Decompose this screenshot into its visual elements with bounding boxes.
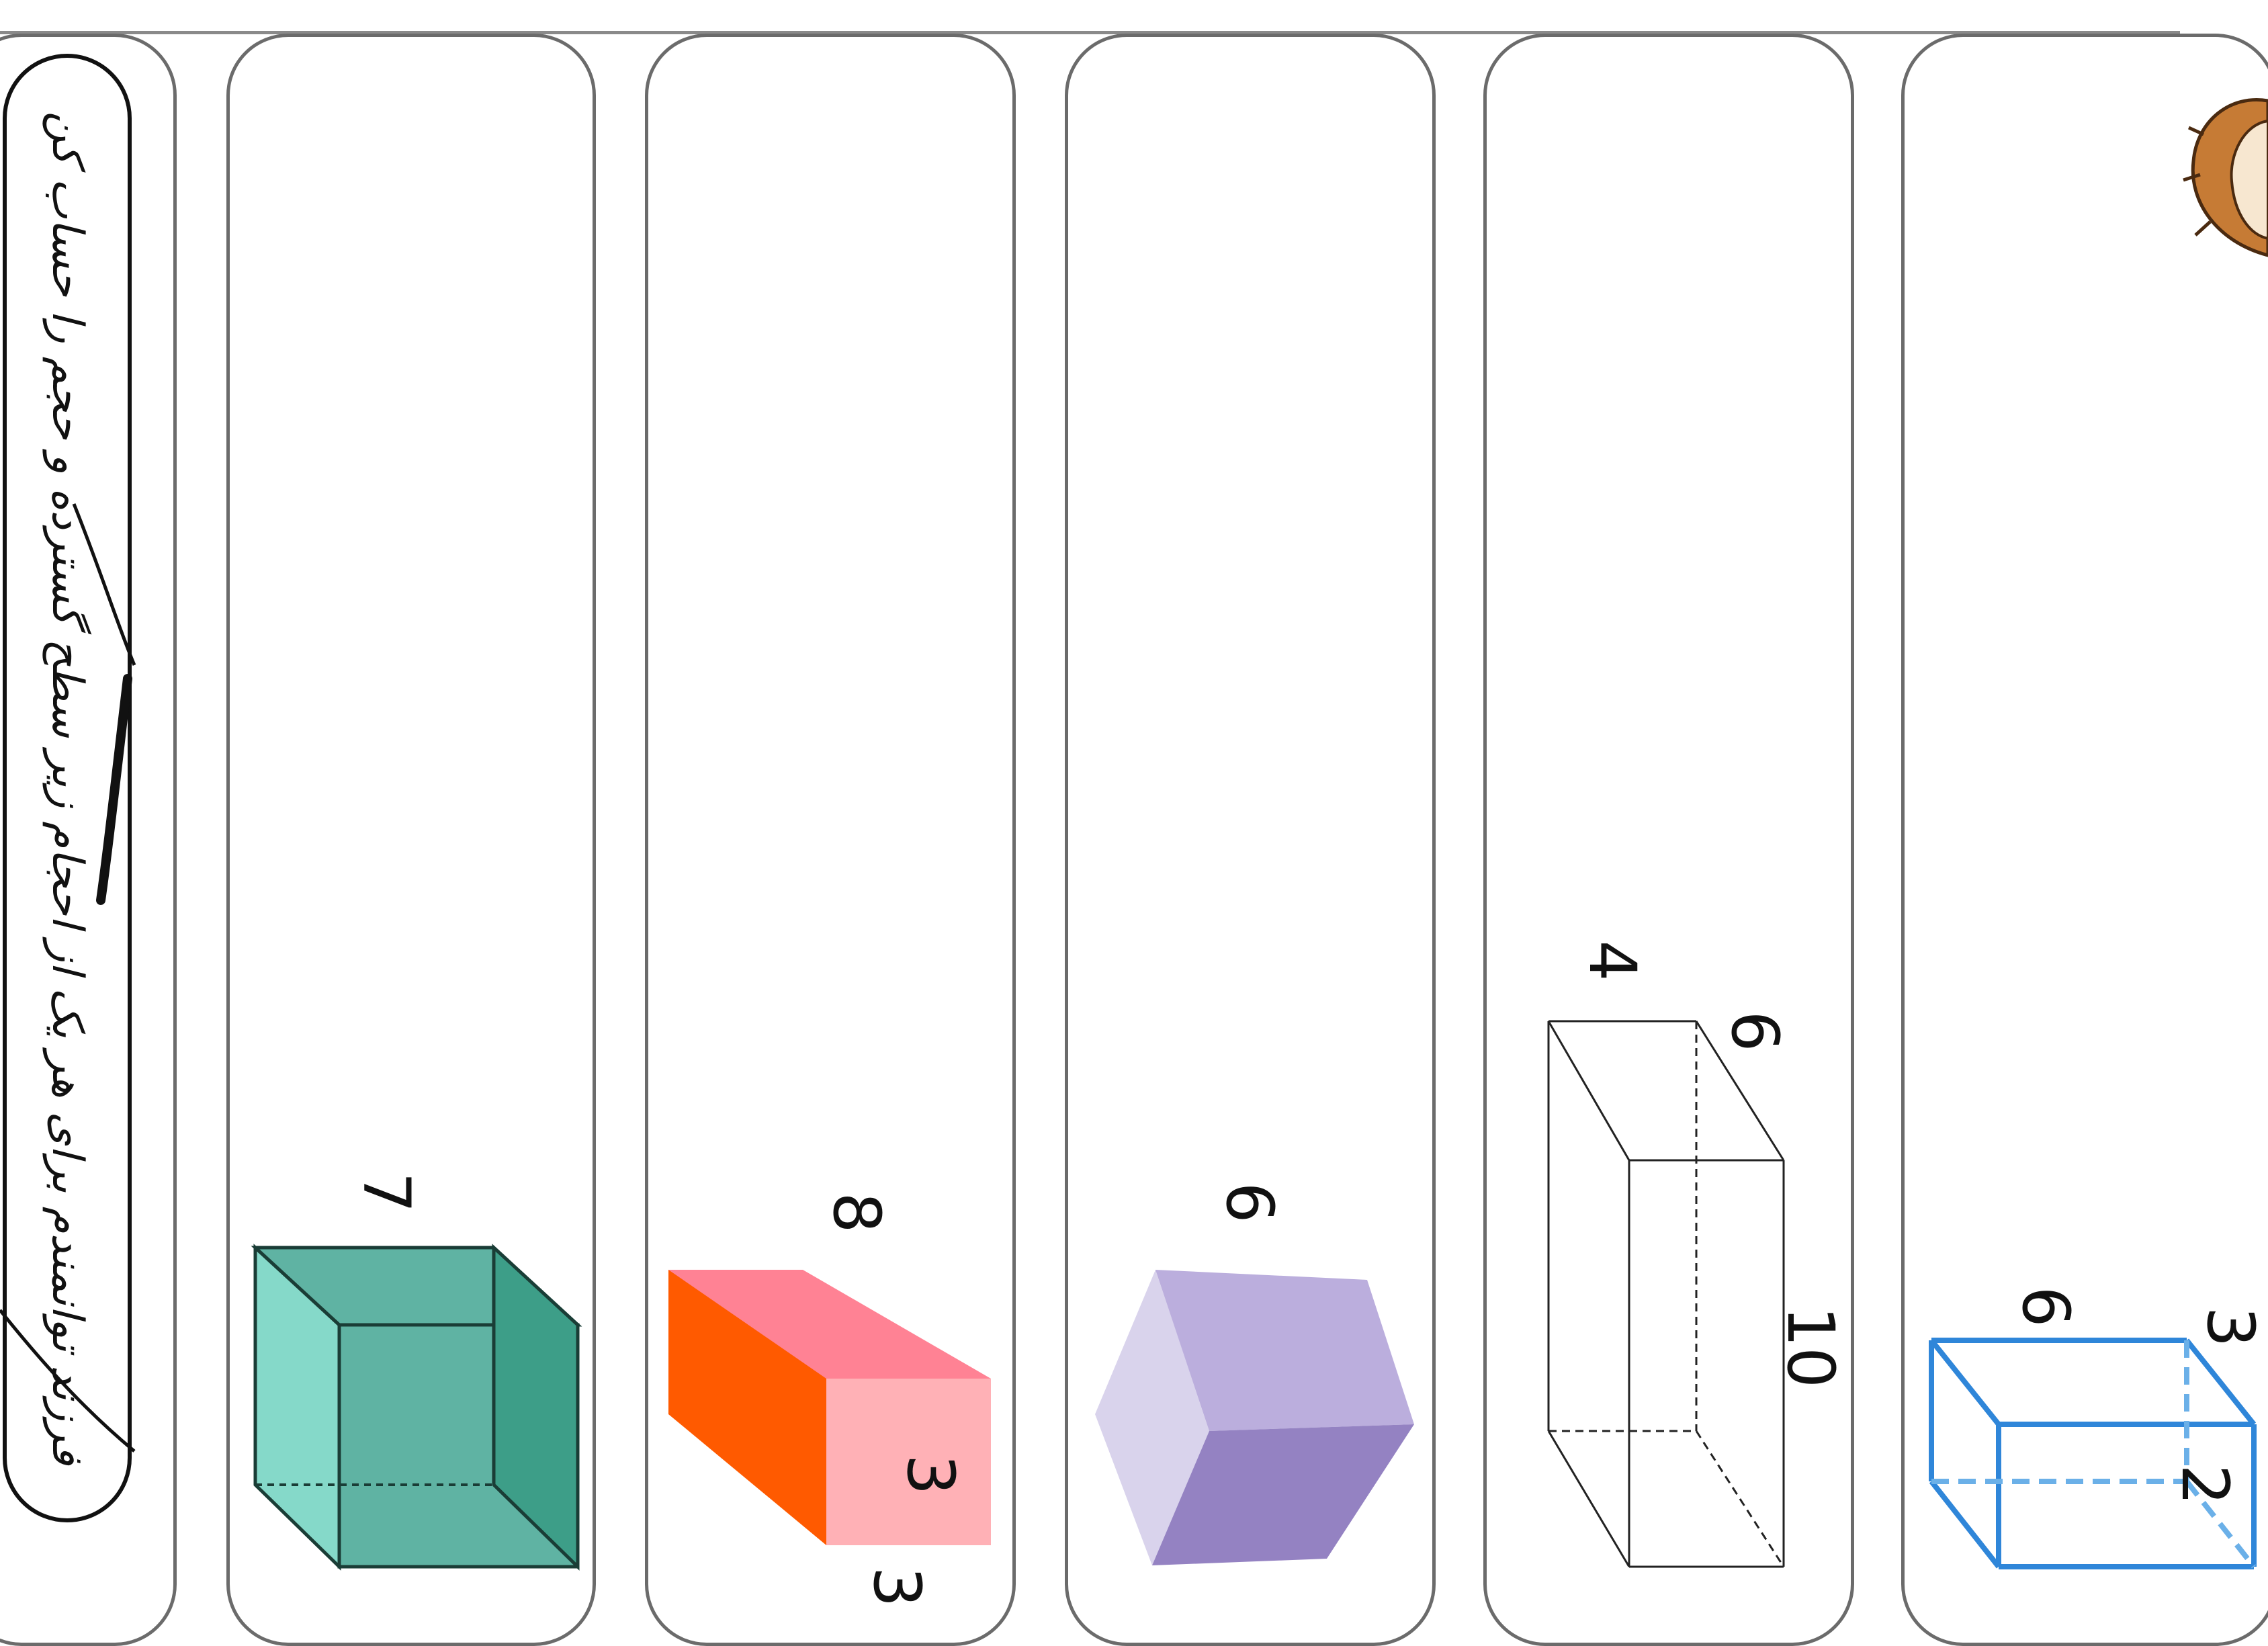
- green-cube: [251, 1244, 582, 1571]
- shape-card-4: [1483, 34, 1854, 1646]
- blue-prism-width-label: 3: [2193, 1306, 2268, 1348]
- wireframe-length-label: 10: [1773, 1305, 1848, 1389]
- banner-flourish-mid: [96, 674, 132, 905]
- purple-cube-top-face: [1155, 1270, 1414, 1431]
- green-cube-hidden-edge: [492, 1483, 579, 1568]
- wireframe-top-label: 4: [1575, 940, 1650, 982]
- blue-prism-length-label: 6: [2008, 1286, 2083, 1328]
- top-border-line: [0, 31, 2180, 34]
- shapes-layer: [0, 98, 2268, 1571]
- prism-height-label: 3: [893, 1454, 968, 1496]
- purple-cube: [1095, 1270, 1414, 1565]
- wireframe-prism: [1547, 1020, 1785, 1568]
- purple-cube-left-face: [1095, 1270, 1209, 1565]
- wireframe-depth-label: 6: [1717, 1010, 1792, 1052]
- lion-face: [2230, 119, 2268, 241]
- prism-width-label: 3: [859, 1566, 934, 1608]
- green-cube-edge-label: 7: [349, 1172, 424, 1213]
- prism-pink-top: [668, 1270, 991, 1379]
- lion-mascot: [2183, 98, 2268, 257]
- prism-length-label: 8: [819, 1192, 894, 1233]
- purple-cube-edge-label: 6: [1212, 1182, 1287, 1223]
- blue-prism-height-label: 2: [2167, 1464, 2242, 1506]
- pink-orange-prism: [668, 1270, 991, 1545]
- blue-prism: [1929, 1338, 2257, 1569]
- banner-flourish-bottom: [0, 1309, 136, 1453]
- banner-flourish-top: [72, 503, 136, 666]
- prism-pink-front: [826, 1379, 991, 1545]
- purple-cube-right-face: [1152, 1424, 1414, 1565]
